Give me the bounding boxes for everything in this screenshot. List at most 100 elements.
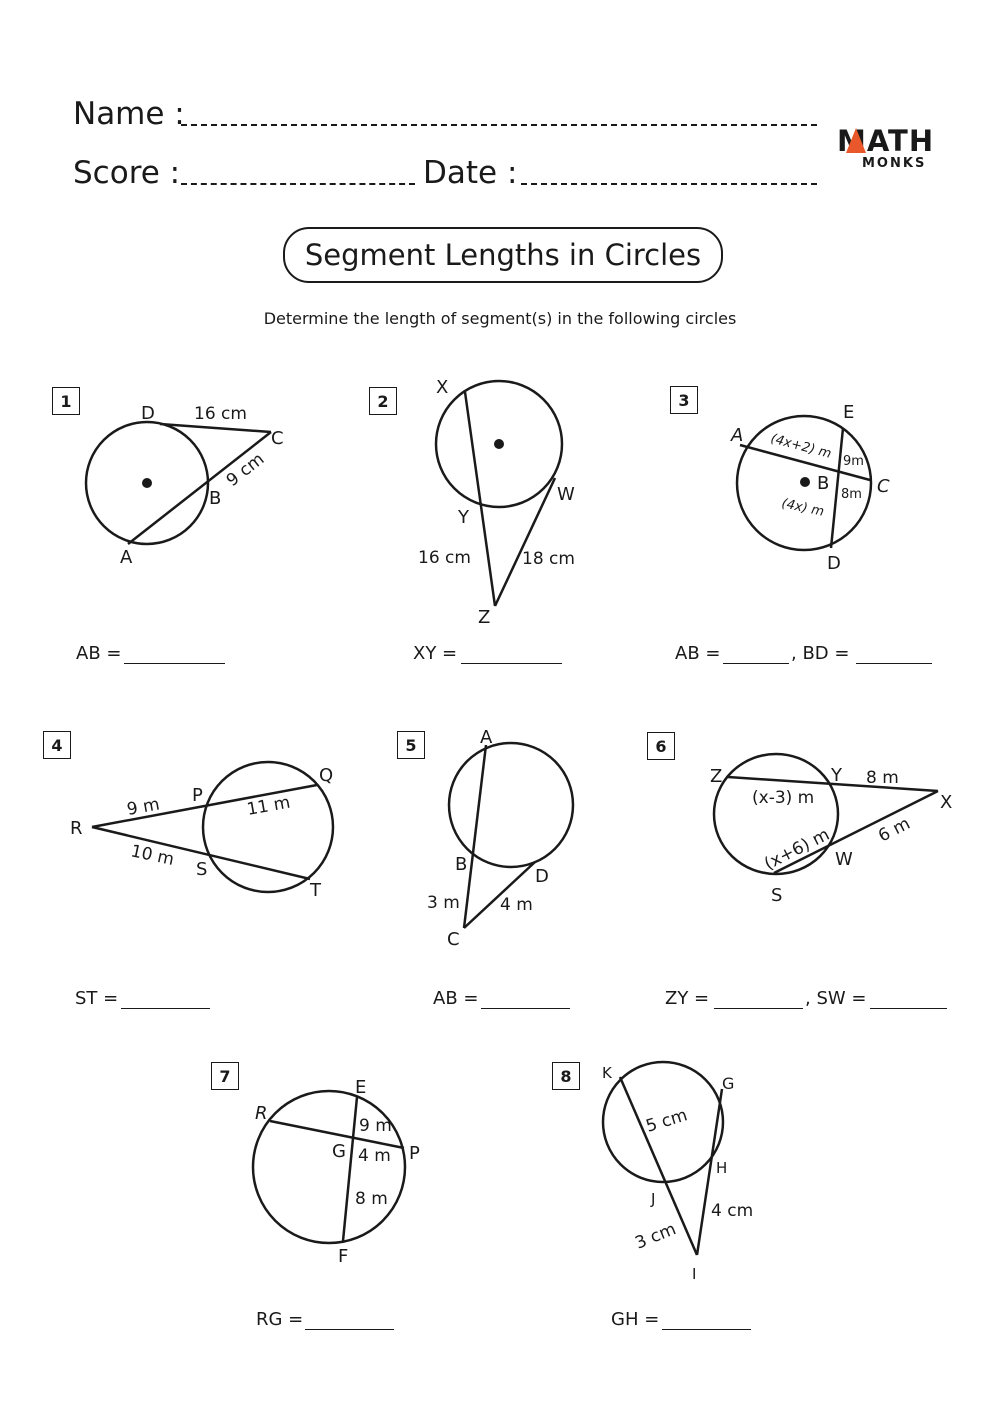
point-label: T	[309, 880, 322, 901]
point-label: R	[70, 818, 83, 839]
point-label: E	[843, 402, 854, 423]
answer-blank-4[interactable]	[121, 1008, 210, 1009]
problem-number-7: 7	[211, 1062, 239, 1090]
point-label: G	[332, 1141, 346, 1162]
measure-label: 16 cm	[194, 404, 247, 424]
point-label: J	[650, 1190, 655, 1208]
measure-label: 9m	[843, 454, 864, 469]
measure-label: 4 cm	[711, 1201, 753, 1221]
answer-blank-7[interactable]	[305, 1329, 394, 1330]
answer-blank-2[interactable]	[461, 663, 562, 664]
secant-rt	[91, 825, 311, 881]
answer-blank-6a[interactable]	[714, 1008, 803, 1009]
measure-label: (4x+2) m	[769, 431, 833, 462]
measure-label: 4 m	[500, 895, 533, 915]
answer-label-7: RG =	[256, 1309, 304, 1330]
circle-3	[735, 414, 873, 552]
score-field[interactable]	[181, 183, 415, 185]
chord-ed	[829, 427, 845, 549]
tangent-dc	[159, 422, 272, 434]
point-label: K	[602, 1064, 613, 1082]
measure-label: (4x) m	[780, 496, 825, 520]
circle-6	[712, 752, 840, 876]
measure-label: 8 m	[866, 768, 899, 788]
problem-number-3: 3	[670, 386, 698, 414]
measure-label: 18 cm	[522, 549, 575, 569]
point-label: W	[835, 849, 853, 870]
circle-7	[251, 1089, 407, 1245]
circle-2	[434, 379, 564, 509]
point-label: C	[271, 428, 284, 449]
secant-rq	[91, 783, 318, 829]
answer-blank-8[interactable]	[662, 1329, 751, 1330]
date-field[interactable]	[521, 183, 817, 185]
measure-label: 16 cm	[418, 548, 471, 568]
measure-label: 8 m	[355, 1189, 388, 1209]
answer-label-3a: AB =	[675, 643, 721, 664]
worksheet-title: Segment Lengths in Circles	[283, 227, 723, 283]
secant-xs	[773, 789, 939, 875]
point-label: G	[722, 1074, 734, 1093]
point-label: Y	[457, 507, 470, 528]
point-label: D	[535, 866, 549, 887]
measure-label: (x-3) m	[752, 788, 814, 808]
measure-label: 9 m	[359, 1116, 392, 1136]
point-label: P	[409, 1143, 420, 1164]
title-text: Segment Lengths in Circles	[304, 238, 702, 272]
chord-rp	[269, 1119, 405, 1150]
answer-label-3b: , BD =	[791, 643, 850, 664]
measure-label: 3 m	[427, 893, 460, 913]
point-label: X	[940, 792, 952, 813]
point-label: S	[196, 859, 207, 880]
point-label: S	[771, 885, 782, 906]
answer-blank-6b[interactable]	[870, 1008, 947, 1009]
point-label: A	[480, 727, 493, 748]
secant-ki	[618, 1076, 699, 1256]
point-label: C	[447, 929, 460, 950]
answer-blank-3a[interactable]	[723, 663, 789, 664]
point-label: B	[817, 473, 829, 494]
answer-blank-1[interactable]	[124, 663, 225, 664]
logo-triangle-icon	[846, 128, 866, 153]
answer-label-1: AB =	[76, 643, 122, 664]
problem-number-6: 6	[647, 732, 675, 760]
problem-number-1: 1	[52, 387, 80, 415]
point-label: X	[436, 377, 448, 398]
measure-label: 4 m	[358, 1146, 391, 1166]
answer-label-8: GH =	[611, 1309, 660, 1330]
problem-number-4: 4	[43, 731, 71, 759]
point-label: D	[141, 403, 155, 424]
answer-label-2: XY =	[413, 643, 458, 664]
point-label: Q	[319, 765, 333, 786]
point-label: D	[827, 553, 841, 574]
answer-label-4: ST =	[75, 988, 119, 1009]
point-label: W	[557, 484, 575, 505]
point-label: I	[692, 1265, 696, 1283]
point-label: Z	[710, 766, 722, 787]
point-label: A	[120, 547, 133, 568]
circle-4	[201, 760, 335, 894]
circle-5	[447, 741, 575, 869]
score-label: Score :	[73, 155, 181, 191]
answer-blank-3b[interactable]	[856, 663, 932, 664]
point-label: E	[355, 1077, 366, 1098]
point-label: R	[255, 1103, 268, 1124]
circle-8	[601, 1060, 725, 1184]
point-label: Z	[478, 607, 490, 628]
secant-ig	[695, 1088, 724, 1256]
answer-label-6b: , SW =	[805, 988, 867, 1009]
measure-label: 5 cm	[644, 1105, 690, 1136]
answer-label-5: AB =	[433, 988, 479, 1009]
center-dot-2	[494, 439, 504, 449]
logo-sub-text: MONKS	[862, 156, 927, 171]
point-label: B	[455, 854, 467, 875]
secant-xz	[463, 391, 497, 607]
problem-number-2: 2	[369, 387, 397, 415]
measure-label: 8m	[841, 487, 862, 502]
point-label: H	[716, 1159, 727, 1177]
secant-xz	[727, 775, 939, 793]
name-field[interactable]	[181, 124, 817, 126]
answer-blank-5[interactable]	[481, 1008, 570, 1009]
chord-ef	[341, 1096, 359, 1242]
